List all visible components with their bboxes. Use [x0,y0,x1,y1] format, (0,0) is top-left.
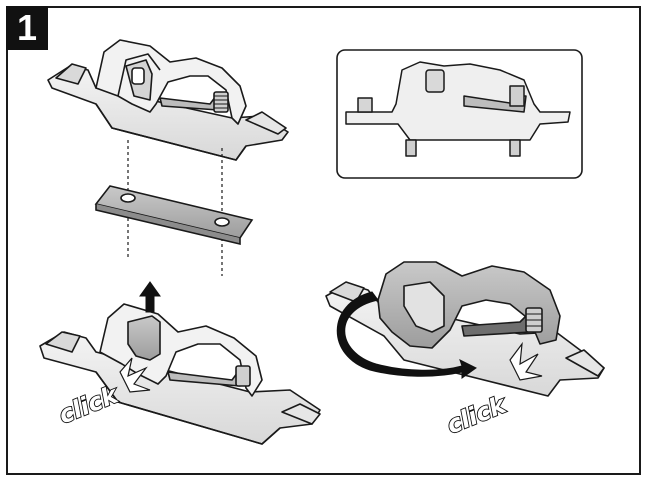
rotation-arrow-icon [336,291,477,379]
click-label-left: click [55,380,124,430]
click-burst-right [509,341,543,381]
side-view-inset [336,49,583,179]
lift-arrow-icon [139,281,161,313]
foot-unit-cover-closing [325,261,605,397]
step-number-badge: 1 [6,6,48,50]
click-label-right: click [443,390,512,440]
foot-unit-lever-up [39,303,321,445]
click-burst-left [119,357,151,393]
foot-unit-top [47,39,289,161]
mounting-plate [94,185,254,246]
diagram-frame [6,6,641,475]
alignment-guides [127,140,223,276]
